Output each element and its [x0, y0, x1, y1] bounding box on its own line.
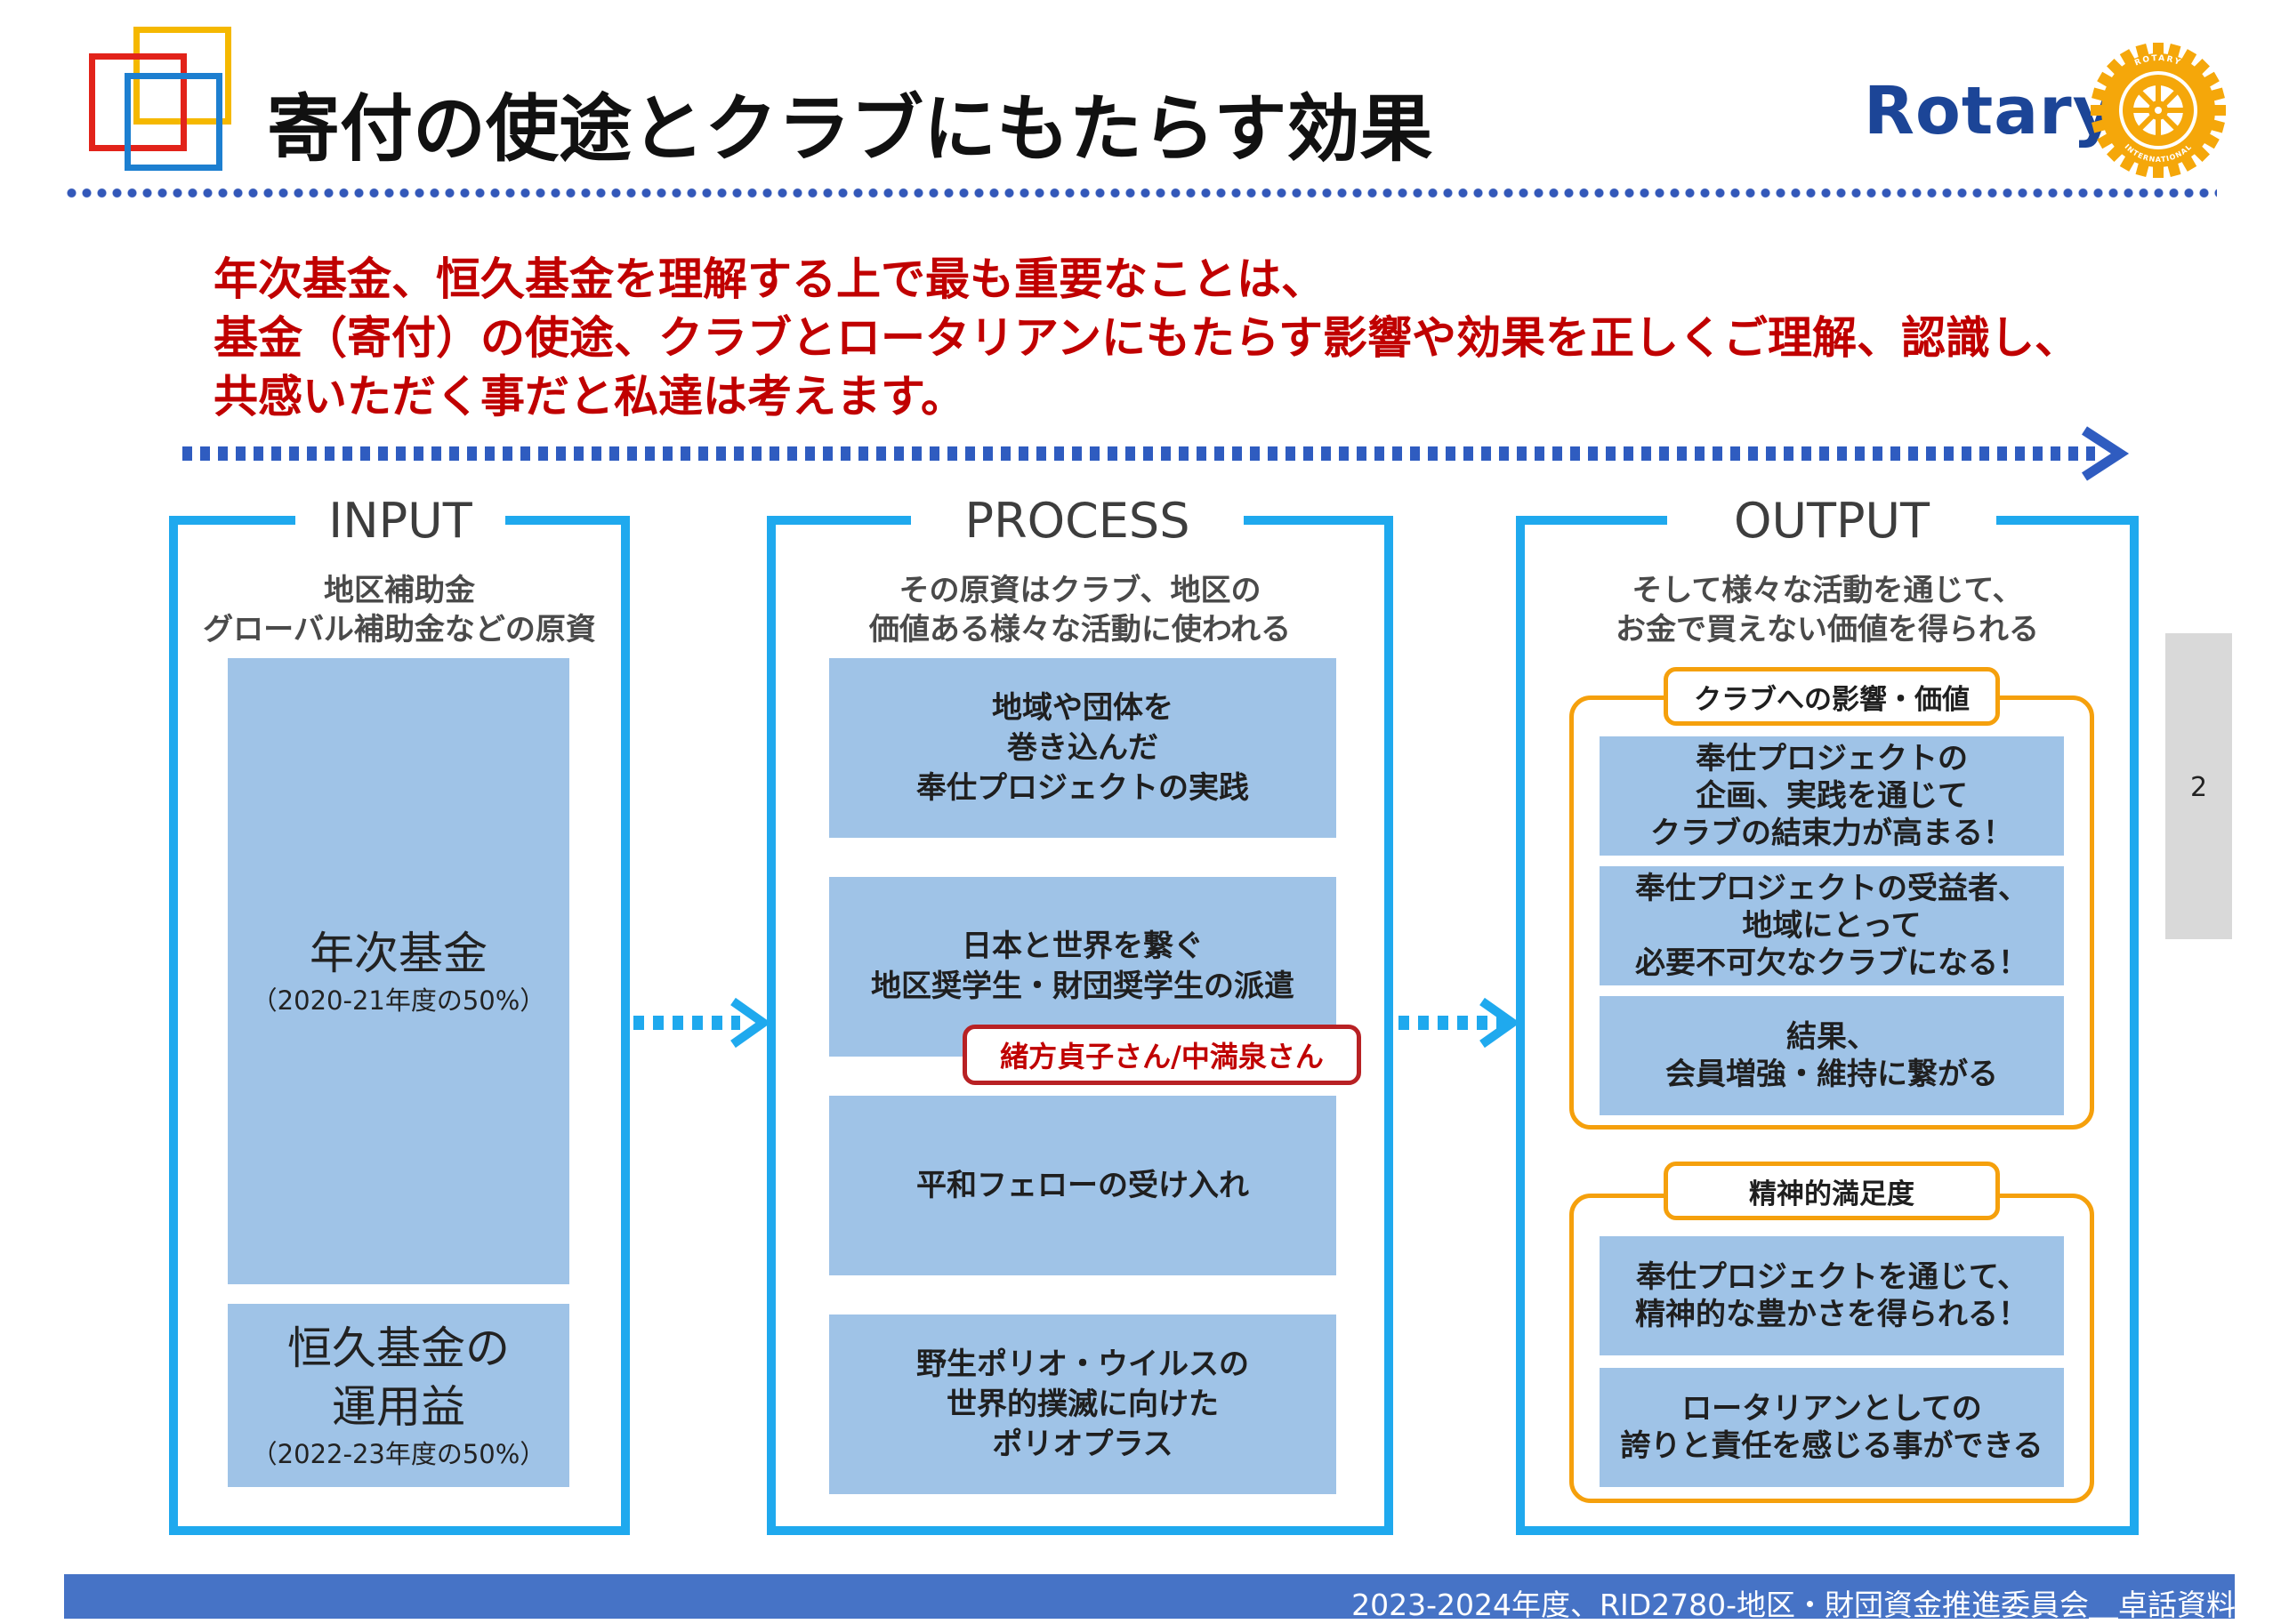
output-item-essential-club: 奉仕プロジェクトの受益者、 地域にとって 必要不可欠なクラブになる！ [1600, 866, 2064, 985]
flow-arrow-line [182, 446, 2095, 461]
process-subtitle: その原資はクラブ、地区の 価値ある様々な活動に使われる [776, 571, 1384, 649]
output-item-5-line-2: 誇りと責任を感じる事ができる [1620, 1428, 2043, 1464]
intro-line-1: 年次基金、恒久基金を理解する上で最も重要なことは、 [214, 253, 1326, 305]
header-divider-dots [64, 187, 2217, 199]
output-column-title: OUTPUT [1667, 486, 1996, 557]
input-column: INPUT 地区補助金 グローバル補助金などの原資 年次基金 （2020-21年… [169, 486, 630, 1535]
output-item-3-line-1: 結果、 [1786, 1019, 1877, 1055]
output-item-spiritual-richness: 奉仕プロジェクトを通じて、 精神的な豊かさを得られる！ [1600, 1236, 2064, 1355]
input-column-title: INPUT [295, 486, 505, 557]
process-item-service-projects: 地域や団体を 巻き込んだ 奉仕プロジェクトの実践 [829, 658, 1336, 838]
scholar-names-label: 緒方貞子さん/中満泉さん [963, 1025, 1361, 1085]
rotary-brand-text: Rotary [1864, 73, 2116, 149]
process-item-1-line-1: 地域や団体を [992, 689, 1173, 726]
process-item-polioplus: 野生ポリオ・ウイルスの 世界的撲滅に向けた ポリオプラス [829, 1314, 1336, 1494]
process-item-1-line-2: 巻き込んだ [1007, 729, 1158, 766]
endowment-name-line-2: 運用益 [332, 1381, 465, 1433]
process-item-4-line-1: 野生ポリオ・ウイルスの [916, 1346, 1249, 1382]
process-item-1-line-3: 奉仕プロジェクトの実践 [916, 769, 1249, 806]
connector-input-process-head-icon [730, 997, 771, 1049]
spiritual-satisfaction-label: 精神的満足度 [1664, 1162, 2000, 1220]
output-item-1-line-1: 奉仕プロジェクトの [1696, 741, 1968, 776]
input-subtitle: 地区補助金 グローバル補助金などの原資 [178, 571, 621, 649]
output-item-1-line-3: クラブの結束力が高まる！ [1650, 816, 2013, 851]
process-item-peace-fellows: 平和フェローの受け入れ [829, 1096, 1336, 1275]
output-item-membership: 結果、 会員増強・維持に繋がる [1600, 996, 2064, 1115]
footer-text: 2023-2024年度、RID2780-地区・財団資金推進委員会＿卓話資料 [1351, 1588, 2236, 1622]
input-subtitle-line-2: グローバル補助金などの原資 [203, 612, 596, 647]
process-subtitle-line-2: 価値ある様々な活動に使われる [868, 612, 1292, 647]
process-column-title: PROCESS [911, 486, 1244, 557]
output-item-2-line-2: 地域にとって [1742, 908, 1922, 944]
process-subtitle-line-1: その原資はクラブ、地区の [899, 573, 1261, 608]
output-subtitle: そして様々な活動を通じて、 お金で買えない価値を得られる [1525, 571, 2130, 649]
annual-fund-name: 年次基金 [310, 928, 488, 979]
process-item-2-line-2: 地区奨学生・財団奨学生の派遣 [871, 969, 1294, 1004]
output-item-3-line-2: 会員増強・維持に繋がる [1665, 1057, 1998, 1092]
output-item-2-line-3: 必要不可欠なクラブになる！ [1635, 945, 2028, 981]
output-item-2-line-1: 奉仕プロジェクトの受益者、 [1635, 871, 2028, 906]
connector-input-process [633, 1016, 740, 1030]
input-subtitle-line-1: 地区補助金 [324, 573, 475, 608]
club-impact-label: クラブへの影響・価値 [1664, 667, 2000, 726]
process-item-2-line-1: 日本と世界を繋ぐ [962, 929, 1204, 964]
endowment-box: 恒久基金の 運用益 （2022-23年度の50%） [228, 1304, 569, 1487]
output-item-4-line-1: 奉仕プロジェクトを通じて、 [1635, 1259, 2028, 1295]
output-subtitle-line-1: そして様々な活動を通じて、 [1632, 573, 2023, 608]
output-column: OUTPUT そして様々な活動を通じて、 お金で買えない価値を得られる クラブへ… [1516, 486, 2139, 1535]
page-number: 2 [2189, 772, 2208, 803]
output-item-4-line-2: 精神的な豊かさを得られる！ [1635, 1297, 2028, 1332]
flow-arrow-head-icon [2082, 426, 2130, 481]
endowment-name-line-1: 恒久基金の [287, 1323, 510, 1374]
process-column: PROCESS その原資はクラブ、地区の 価値ある様々な活動に使われる 地域や団… [767, 486, 1393, 1535]
intro-line-3: 共感いただく事だと私達は考えます。 [214, 371, 965, 422]
rotary-wheel-icon: ROTARY INTERNATIONAL [2091, 43, 2226, 178]
endowment-note: （2022-23年度の50%） [251, 1439, 546, 1469]
logo-square-blue [125, 73, 222, 171]
connector-process-output [1398, 1016, 1505, 1030]
connector-process-output-head-icon [1479, 997, 1520, 1049]
process-item-3-line-1: 平和フェローの受け入れ [916, 1167, 1249, 1203]
logo-square-red [89, 53, 187, 151]
annual-fund-box: 年次基金 （2020-21年度の50%） [228, 658, 569, 1284]
process-item-4-line-3: ポリオプラス [992, 1426, 1173, 1462]
annual-fund-note: （2020-21年度の50%） [251, 985, 546, 1016]
footer-bar [64, 1574, 2235, 1619]
process-item-4-line-2: 世界的撲滅に向けた [947, 1386, 1219, 1422]
output-subtitle-line-2: お金で買えない価値を得られる [1616, 612, 2039, 647]
output-item-pride: ロータリアンとしての 誇りと責任を感じる事ができる [1600, 1368, 2064, 1487]
output-item-club-unity: 奉仕プロジェクトの 企画、実践を通じて クラブの結束力が高まる！ [1600, 736, 2064, 856]
output-item-1-line-2: 企画、実践を通じて [1696, 778, 1968, 814]
page-number-tab [2165, 633, 2232, 939]
page-title: 寄付の使途とクラブにもたらす効果 [267, 87, 1433, 172]
intro-line-2: 基金（寄付）の使途、クラブとロータリアンにもたらす影響や効果を正しくご理解、認識… [214, 312, 2079, 364]
output-item-5-line-1: ロータリアンとしての [1681, 1391, 1982, 1427]
